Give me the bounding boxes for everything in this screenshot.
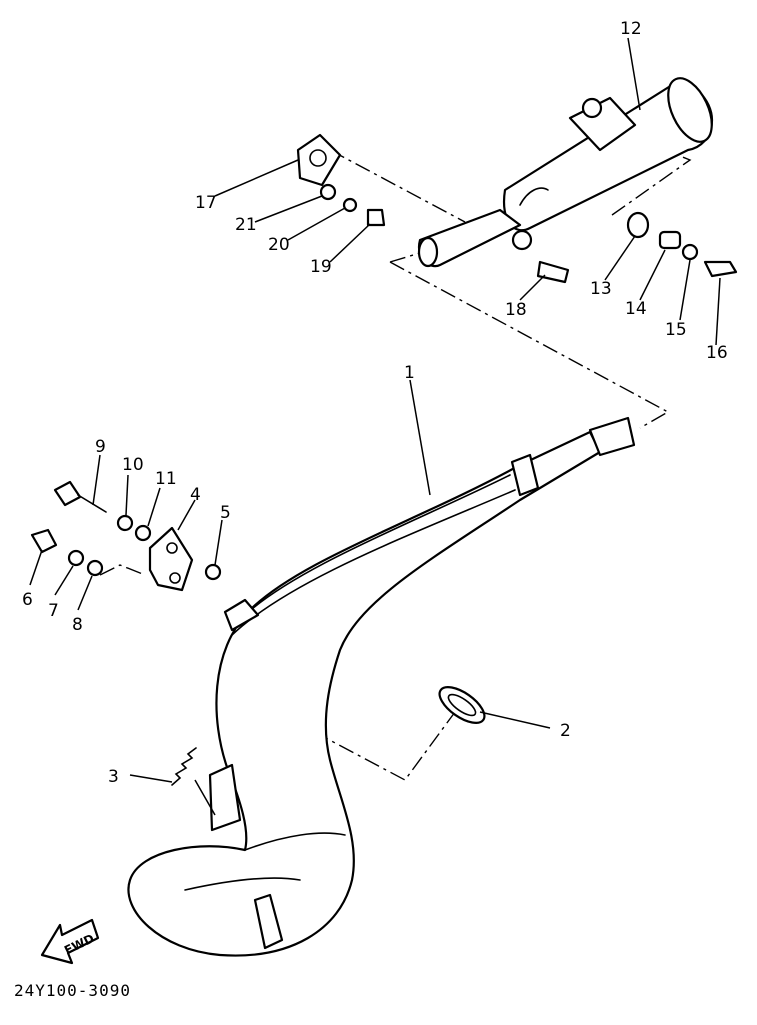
- exhaust-pipe: [127, 416, 636, 957]
- spring-3: [171, 747, 197, 786]
- washer-7: [67, 549, 85, 567]
- gasket-2: [438, 686, 486, 724]
- callout-labels: 1 2 3 4 5 6 7 8 9 10 11 12 13 14 15 16 1…: [22, 19, 728, 787]
- bolt-16: [703, 260, 738, 278]
- callout-5: 5: [220, 503, 231, 523]
- bracket-hole-top: [166, 542, 178, 554]
- callout-9: 9: [95, 437, 106, 457]
- bracket-hole-bottom: [169, 572, 181, 584]
- grommet-13: [626, 211, 650, 239]
- callout-16: 16: [706, 343, 728, 363]
- callout-17: 17: [195, 193, 217, 213]
- callout-13: 13: [590, 279, 612, 299]
- collar-8: [86, 559, 104, 577]
- gasket-2-inner: [447, 693, 477, 717]
- callout-18: 18: [505, 300, 527, 320]
- collar-14: [658, 230, 682, 250]
- callout-21: 21: [235, 215, 257, 235]
- washer-20: [342, 197, 358, 213]
- callout-1: 1: [404, 363, 415, 383]
- collar-11: [134, 524, 152, 542]
- bolt-9-shank: [77, 494, 107, 513]
- silencer-assembly: [417, 77, 714, 268]
- bracket-4: [148, 526, 194, 592]
- callout-8: 8: [72, 615, 83, 635]
- bolt-19: [366, 208, 386, 227]
- washer-10: [116, 514, 134, 532]
- nut-5: [204, 563, 222, 581]
- nut-6: [30, 528, 58, 554]
- callout-10: 10: [122, 455, 144, 475]
- callout-2: 2: [560, 721, 571, 741]
- stud-18: [536, 260, 570, 284]
- callout-15: 15: [665, 320, 687, 340]
- callout-14: 14: [625, 299, 647, 319]
- callout-19: 19: [310, 257, 332, 277]
- callout-3: 3: [108, 767, 119, 787]
- leader-lines: [29, 37, 721, 816]
- forward-arrow: FWD: [40, 918, 100, 965]
- drawing-code: 24Y100-3090: [14, 981, 131, 1000]
- assembly-line-muffler: [329, 139, 692, 429]
- assembly-line-bracket: [99, 564, 146, 576]
- cap-plate-hole: [309, 149, 327, 167]
- callout-6: 6: [22, 590, 33, 610]
- callout-20: 20: [268, 235, 290, 255]
- callout-7: 7: [48, 601, 59, 621]
- callout-12: 12: [620, 19, 642, 39]
- callout-4: 4: [190, 485, 201, 505]
- washer-15: [681, 243, 699, 261]
- washer-21: [319, 183, 337, 201]
- cap-plate: [296, 133, 342, 187]
- bolt-9-head: [53, 480, 82, 507]
- callout-11: 11: [155, 469, 177, 489]
